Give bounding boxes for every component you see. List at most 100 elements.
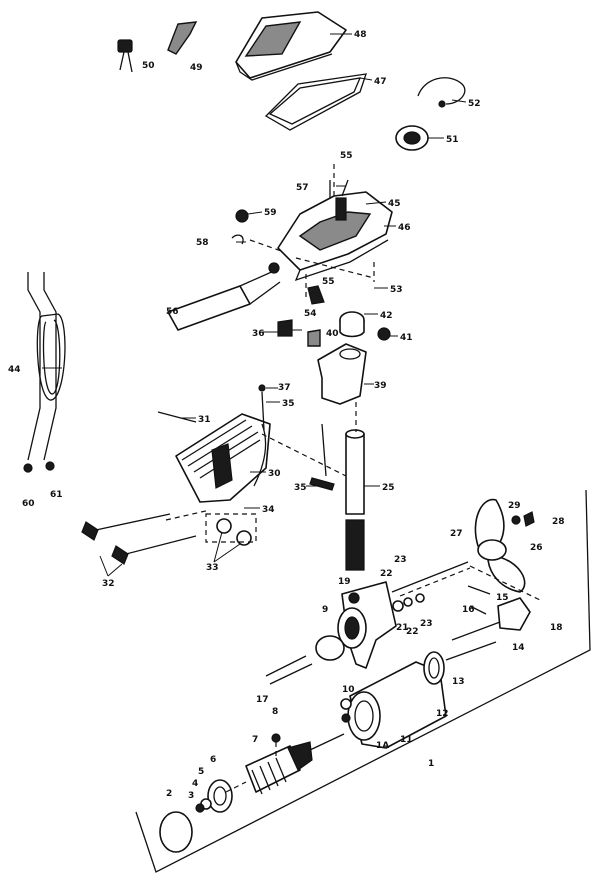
part-31-screw bbox=[157, 411, 197, 423]
part-25-shaft bbox=[345, 429, 365, 571]
callout-12: 12 bbox=[436, 709, 449, 719]
callout-17: 17 bbox=[256, 695, 269, 705]
callout-22a: 22 bbox=[380, 569, 393, 579]
callout-31: 31 bbox=[198, 415, 211, 425]
part-45-46-control-housing bbox=[277, 179, 393, 282]
callout-45: 45 bbox=[388, 199, 401, 209]
callout-46: 46 bbox=[398, 223, 411, 233]
callout-47: 47 bbox=[374, 77, 387, 87]
callout-27: 27 bbox=[450, 529, 463, 539]
callout-55b: 55 bbox=[322, 277, 335, 287]
callout-33: 33 bbox=[206, 563, 219, 573]
callout-35b: 35 bbox=[294, 483, 307, 493]
callout-61: 61 bbox=[50, 490, 63, 500]
part-44-battery-cable bbox=[23, 272, 66, 473]
part-11-motor-housing bbox=[347, 661, 447, 749]
part-3-4-5-washers bbox=[195, 798, 212, 813]
part-59-knob bbox=[235, 209, 249, 223]
part-6-end-bell bbox=[207, 779, 233, 813]
callout-16: 16 bbox=[462, 605, 475, 615]
callout-22b: 22 bbox=[406, 627, 419, 637]
part-50-connector bbox=[117, 39, 133, 73]
callout-53: 53 bbox=[390, 285, 403, 295]
callout-41: 41 bbox=[400, 333, 413, 343]
callout-29: 29 bbox=[508, 501, 521, 511]
callout-1a: 1A bbox=[376, 741, 389, 751]
callout-40: 40 bbox=[326, 329, 339, 339]
callout-10: 10 bbox=[342, 685, 355, 695]
callout-13: 13 bbox=[452, 677, 465, 687]
callout-21: 21 bbox=[396, 623, 409, 633]
callout-52: 52 bbox=[468, 99, 481, 109]
part-51-bearing bbox=[395, 125, 429, 151]
callout-19: 19 bbox=[338, 577, 351, 587]
part-9-o-ring bbox=[315, 635, 345, 661]
callout-23a: 23 bbox=[394, 555, 407, 565]
part-52-spring bbox=[417, 77, 466, 108]
part-56-tiller-handle bbox=[167, 262, 281, 331]
part-48-top-cover bbox=[235, 11, 347, 81]
part-54-bracket bbox=[307, 285, 325, 305]
callout-59: 59 bbox=[264, 208, 277, 218]
callout-11: 11 bbox=[400, 735, 413, 745]
part-37-36-spring bbox=[258, 384, 266, 431]
part-58-clip bbox=[231, 234, 244, 245]
callout-26: 26 bbox=[530, 543, 543, 553]
part-12-magnet-ring bbox=[423, 651, 445, 685]
part-35-rod bbox=[309, 423, 335, 491]
callout-48: 48 bbox=[354, 30, 367, 40]
callout-57: 57 bbox=[296, 183, 309, 193]
part-42-collar bbox=[339, 311, 365, 338]
callout-55a: 55 bbox=[340, 151, 353, 161]
part-7-armature bbox=[245, 733, 345, 795]
callout-15: 15 bbox=[496, 593, 509, 603]
callout-9: 9 bbox=[322, 605, 328, 615]
part-49-clip bbox=[167, 21, 198, 55]
callout-30: 30 bbox=[268, 469, 281, 479]
callout-labels: 48 49 50 47 52 51 55 57 45 59 46 58 55 5… bbox=[8, 30, 565, 801]
callout-1: 1 bbox=[428, 759, 434, 769]
callout-49: 49 bbox=[190, 63, 203, 73]
part-19-gear-housing bbox=[337, 581, 397, 669]
group-bracket-1 bbox=[135, 489, 591, 873]
part-18-end-cap bbox=[497, 597, 531, 631]
part-32-clamp-screws bbox=[81, 513, 197, 565]
part-30-clamp-bracket bbox=[175, 413, 271, 503]
callout-36: 36 bbox=[252, 329, 265, 339]
part-16-15-screws bbox=[467, 585, 491, 615]
callout-2: 2 bbox=[166, 789, 172, 799]
assembly-lines bbox=[165, 164, 541, 793]
callout-8: 8 bbox=[272, 707, 278, 717]
part-41-cap bbox=[377, 327, 391, 341]
callout-25: 25 bbox=[382, 483, 395, 493]
callout-34: 34 bbox=[262, 505, 275, 515]
callout-50: 50 bbox=[142, 61, 155, 71]
callout-51: 51 bbox=[446, 135, 459, 145]
callout-44: 44 bbox=[8, 365, 21, 375]
part-39-swivel-bracket bbox=[317, 343, 367, 405]
callout-14: 14 bbox=[512, 643, 525, 653]
part-47-gasket bbox=[264, 73, 367, 131]
callout-7: 7 bbox=[252, 735, 258, 745]
callout-35a: 35 bbox=[282, 399, 295, 409]
callout-4: 4 bbox=[192, 779, 198, 789]
callout-58: 58 bbox=[196, 238, 209, 248]
part-26-propeller bbox=[474, 498, 526, 593]
part-17-brush-leads bbox=[265, 655, 313, 685]
callout-42: 42 bbox=[380, 311, 393, 321]
part-33-34-pads bbox=[205, 513, 257, 546]
callout-54: 54 bbox=[304, 309, 317, 319]
leader-lines bbox=[42, 33, 467, 577]
callout-56: 56 bbox=[166, 307, 179, 317]
callout-23b: 23 bbox=[420, 619, 433, 629]
callout-60: 60 bbox=[22, 499, 35, 509]
part-28-29-prop-nut bbox=[511, 511, 535, 527]
callout-5: 5 bbox=[198, 767, 204, 777]
part-10-clip bbox=[340, 698, 352, 723]
callout-6: 6 bbox=[210, 755, 216, 765]
callout-3: 3 bbox=[188, 791, 194, 801]
callout-28: 28 bbox=[552, 517, 565, 527]
callout-18: 18 bbox=[550, 623, 563, 633]
callout-37: 37 bbox=[278, 383, 291, 393]
